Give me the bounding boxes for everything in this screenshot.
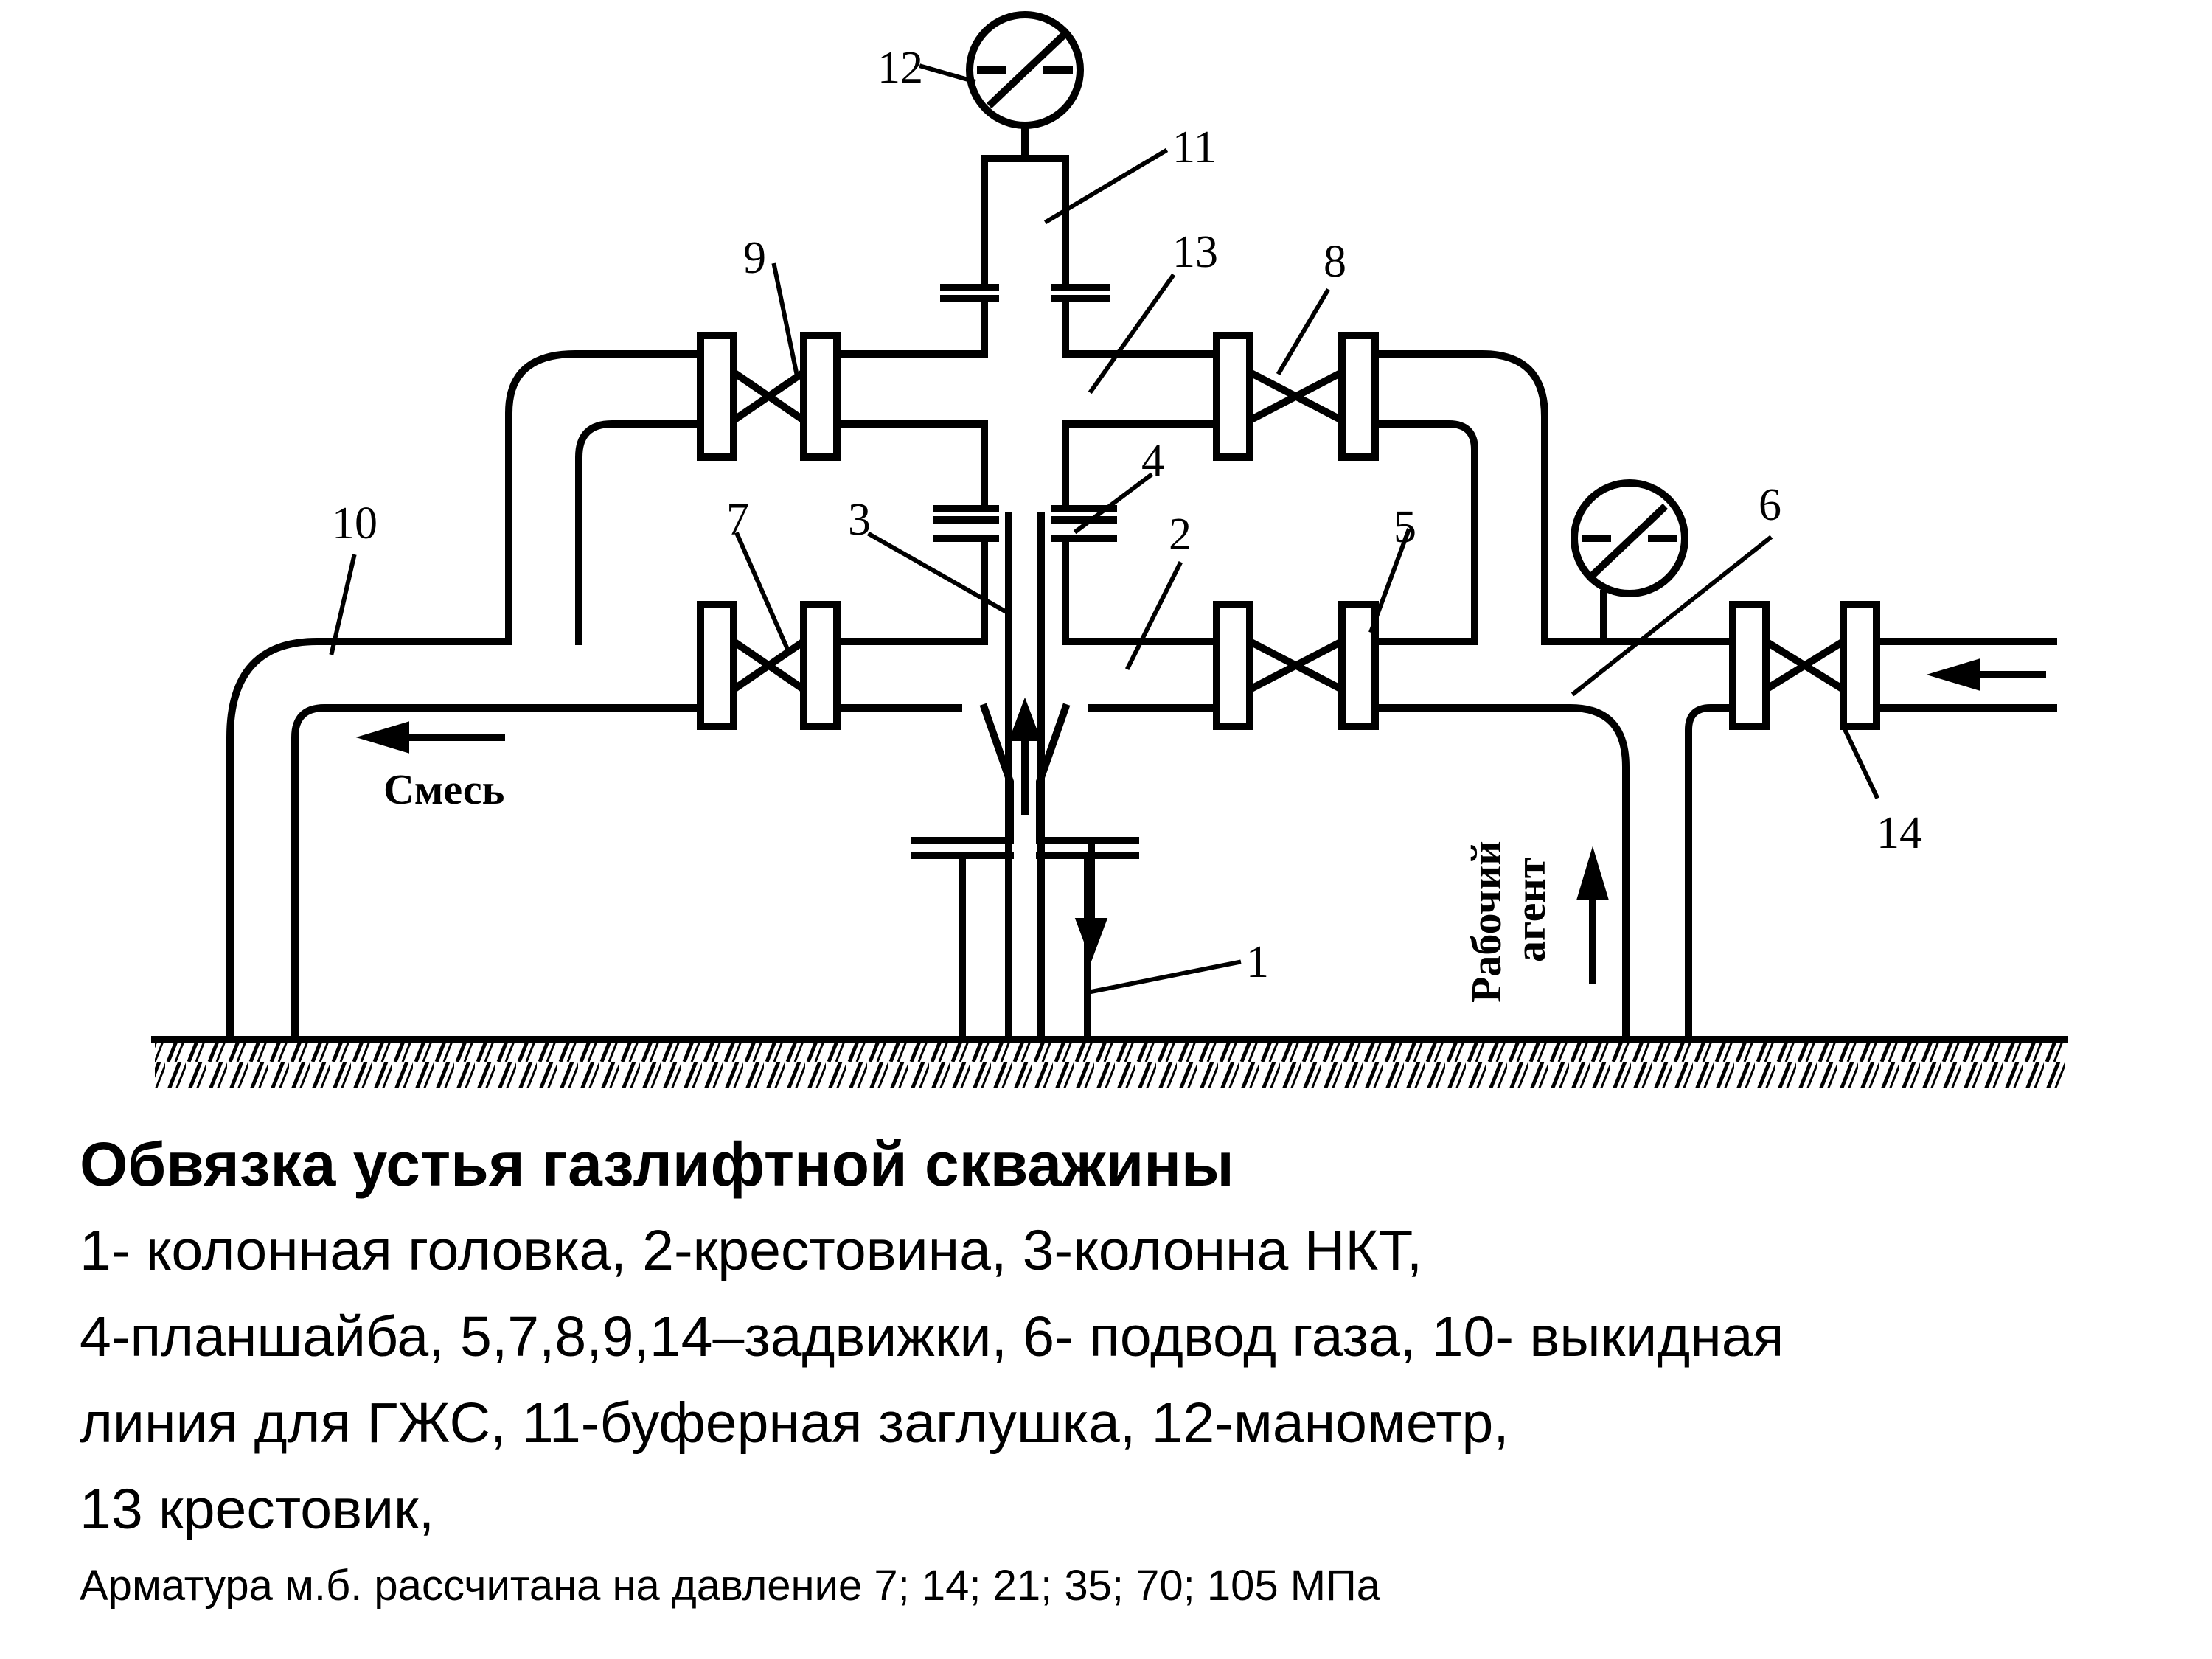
label-14: 14 [1877,808,1922,858]
caption-note: Арматура м.б. рассчитана на давление 7; … [80,1562,1380,1610]
label-4: 4 [1141,436,1164,486]
mixture-label: Смесь [383,765,504,813]
gas-pressure-gauge [1571,479,1688,597]
label-8: 8 [1324,237,1346,287]
label-13: 13 [1172,227,1218,277]
valve-9 [697,332,841,461]
label-10: 10 [332,498,378,549]
caption-line-3: линия для ГЖС, 11-буферная заглушка, 12-… [80,1391,1509,1455]
agent-label-line1: Рабочий [1462,841,1510,1003]
valve-7 [697,601,841,730]
valve-14 [1729,601,1880,730]
caption: Обвязка устья газлифтной скважины 1- кол… [80,1121,2188,1619]
caption-line-2: 4-планшайба, 5,7,8,9,14–задвижки, 6- под… [80,1305,1784,1368]
label-11: 11 [1172,122,1217,173]
ground [151,1036,2068,1088]
label-5: 5 [1394,502,1416,552]
label-3: 3 [848,495,871,545]
flow-arrow-down [1074,844,1108,962]
label-12: 12 [877,43,923,93]
caption-title: Обвязка устья газлифтной скважины [80,1130,1234,1199]
inlet-arrow [1926,658,2046,691]
caption-line-4: 13 крестовик, [80,1478,435,1541]
label-7: 7 [726,495,749,545]
mixture-arrow [355,721,505,754]
label-6: 6 [1759,480,1781,530]
valve-8 [1213,332,1379,461]
agent-label-line2: агент [1506,858,1554,962]
flow-arrow-up [1008,697,1042,815]
label-2: 2 [1169,509,1192,560]
label-9: 9 [743,233,766,283]
gas-supply-line-6 [1371,350,1736,1040]
wellhead-diagram: 12 11 13 9 8 4 10 7 3 2 5 6 14 1 Смесь Р… [151,11,2068,1088]
flow-line-10 [226,350,704,1040]
leader-lines [329,63,1879,995]
manometer-12 [966,11,1084,129]
label-1: 1 [1246,937,1269,987]
agent-arrow [1576,846,1609,984]
valve-5 [1213,601,1379,730]
caption-line-1: 1- колонная головка, 2-крестовина, 3-кол… [80,1219,1423,1282]
